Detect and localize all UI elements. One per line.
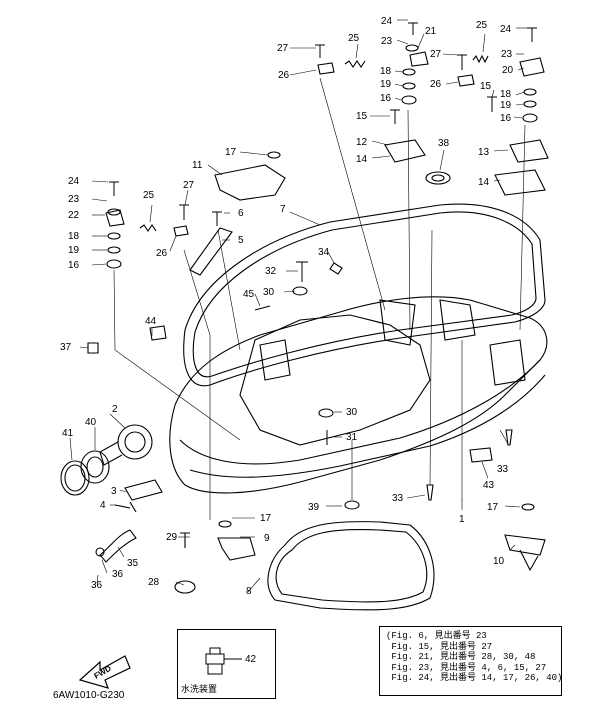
callout-2: 2: [112, 404, 118, 415]
callout-17: 17: [225, 147, 237, 158]
flushing-device-inset: 42 水洗装置: [177, 629, 276, 699]
callout-27: 27: [183, 180, 195, 191]
callout-20: 20: [502, 65, 514, 76]
callout-17: 17: [487, 502, 499, 513]
hose-nipple-icon: [205, 647, 242, 675]
callout-39: 39: [308, 502, 320, 513]
callout-27: 27: [277, 43, 289, 54]
callout-19: 19: [500, 100, 512, 111]
callout-19: 19: [380, 79, 392, 90]
callout-30: 30: [263, 287, 275, 298]
callout-32: 32: [265, 266, 277, 277]
callout-4: 4: [100, 500, 106, 511]
bottom-cowling-shell: [169, 296, 548, 494]
callout-25: 25: [476, 20, 488, 31]
callout-31: 31: [346, 432, 358, 443]
callout-3: 3: [111, 486, 117, 497]
callout-26: 26: [278, 70, 290, 81]
callout-19: 19: [68, 245, 80, 256]
callout-23: 23: [68, 194, 80, 205]
callout-17: 17: [260, 513, 272, 524]
callout-41: 41: [62, 428, 74, 439]
callout-34: 34: [318, 247, 330, 258]
fwd-arrow-icon: FWD: [78, 655, 131, 689]
part-11-cover: [214, 164, 286, 201]
callout-8: 8: [246, 586, 252, 597]
callout-16: 16: [500, 113, 512, 124]
callout-18: 18: [68, 231, 80, 242]
callout-13: 13: [478, 147, 490, 158]
callout-11: 11: [192, 160, 203, 171]
note-line: Fig. 24, 見出番号 14, 17, 26, 40): [386, 673, 563, 683]
callout-7: 7: [280, 204, 286, 215]
callout-24: 24: [381, 16, 393, 27]
callout-33: 33: [392, 493, 404, 504]
callout-30: 30: [346, 407, 358, 418]
callout-24: 24: [68, 176, 80, 187]
callout-24: 24: [500, 24, 512, 35]
callout-28: 28: [148, 577, 160, 588]
callout-6: 6: [238, 208, 244, 219]
callout-26: 26: [430, 79, 442, 90]
callout-27: 27: [430, 49, 442, 60]
callout-10: 10: [493, 556, 505, 567]
reference-notes: (Fig. 6, 見出番号 23 Fig. 15, 見出番号 27 Fig. 2…: [379, 626, 562, 696]
callout-43: 43: [483, 480, 495, 491]
callout-5: 5: [238, 235, 244, 246]
note-line: (Fig. 6, 見出番号 23: [386, 631, 487, 641]
callout-25: 25: [143, 190, 155, 201]
callout-26: 26: [156, 248, 168, 259]
callout-36: 36: [112, 569, 124, 580]
callout-33: 33: [497, 464, 509, 475]
callout-labels: 24 23 21 27 25 26 18 19 16 15 12 14 38 2…: [60, 16, 514, 597]
inset-part-number: 42: [245, 654, 257, 665]
callout-16: 16: [380, 93, 392, 104]
callout-36: 36: [91, 580, 103, 591]
callout-21: 21: [425, 26, 437, 37]
callout-37: 37: [60, 342, 72, 353]
callout-15: 15: [480, 81, 492, 92]
callout-45: 45: [243, 289, 255, 300]
note-line: Fig. 23, 見出番号 4, 6, 15, 27: [386, 662, 547, 673]
gasket-lower: [267, 521, 435, 611]
callout-23: 23: [381, 36, 393, 47]
callout-9: 9: [264, 533, 270, 544]
callout-14: 14: [356, 154, 368, 165]
callout-25: 25: [348, 33, 360, 44]
callout-16: 16: [68, 260, 80, 271]
callout-35: 35: [127, 558, 139, 569]
callout-18: 18: [500, 89, 512, 100]
note-line: Fig. 15, 見出番号 27: [386, 641, 493, 652]
drawing-code: 6AW1010-G230: [53, 690, 125, 701]
callout-44: 44: [145, 316, 157, 327]
callout-29: 29: [166, 532, 178, 543]
callout-23: 23: [501, 49, 513, 60]
note-line: Fig. 21, 見出番号 28, 30, 48: [386, 652, 536, 662]
callout-14: 14: [478, 177, 490, 188]
seal-ring-upper: [183, 203, 546, 387]
callout-22: 22: [68, 210, 80, 221]
inset-caption: 水洗装置: [181, 685, 218, 695]
clamp-41: [60, 460, 90, 496]
callout-40: 40: [85, 417, 97, 428]
callout-38: 38: [438, 138, 450, 149]
callout-15: 15: [356, 111, 368, 122]
callout-12: 12: [356, 137, 368, 148]
callout-1: 1: [459, 514, 465, 525]
callout-18: 18: [380, 66, 392, 77]
